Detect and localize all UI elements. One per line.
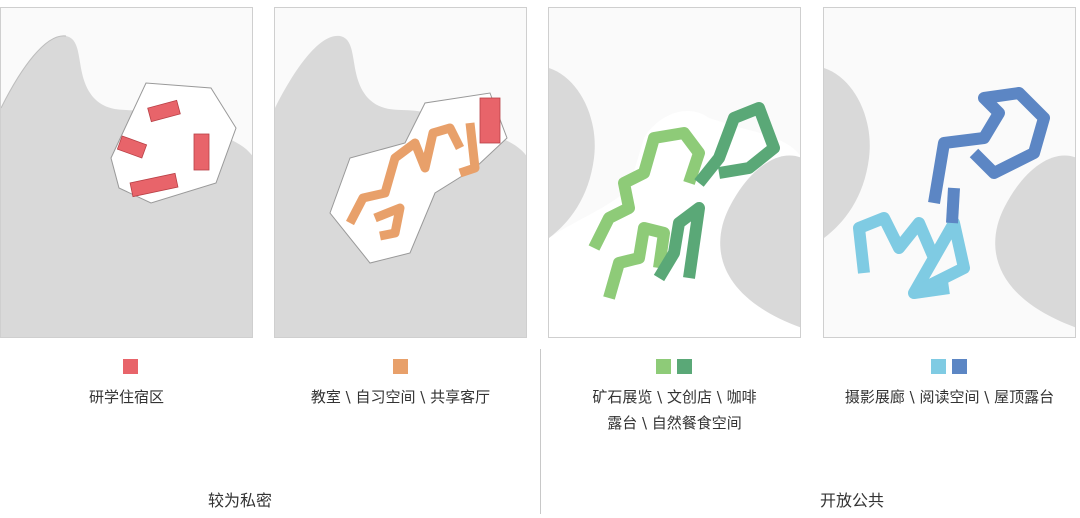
photo-path (853, 212, 950, 299)
photo-path (921, 217, 970, 294)
caption-line: 摄影展廊 \ 阅读空间 \ 屋顶露台 (844, 388, 1055, 406)
caption-dormitory: 研学住宿区 (0, 384, 253, 410)
site-plan-dormitory (1, 35, 252, 337)
legend-classroom (393, 359, 408, 374)
dorm-block (193, 133, 210, 171)
plan-panel-exhibition (548, 7, 801, 338)
plan-panel-classroom (274, 7, 527, 338)
section-divider (540, 349, 541, 514)
site-plan-exhibition (549, 8, 800, 337)
terrain-shape (720, 155, 800, 328)
exhibition-path (603, 222, 670, 300)
terrain-shape (549, 8, 595, 238)
legend-exhibition (656, 359, 692, 374)
dorm-block (147, 99, 181, 123)
dormitory-zones (116, 99, 210, 198)
legend-dormitory (123, 359, 138, 374)
classroom-path (346, 123, 465, 226)
photo-path (928, 87, 1050, 204)
legend-swatch (677, 359, 692, 374)
building-footprint (329, 92, 508, 264)
photo-path (946, 187, 960, 224)
dorm-block (479, 97, 501, 144)
dorm-block (116, 135, 148, 159)
caption-line: 露台 \ 自然餐食空间 (607, 414, 742, 432)
caption-photo: 摄影展廊 \ 阅读空间 \ 屋顶露台 (823, 384, 1076, 410)
plan-panel-dormitory (0, 7, 253, 338)
legend-swatch (931, 359, 946, 374)
caption-line: 研学住宿区 (88, 388, 164, 406)
site-plan-classroom (275, 35, 526, 337)
caption-exhibition: 矿石展览 \ 文创店 \ 咖啡 露台 \ 自然餐食空间 (548, 384, 801, 436)
plan-panel-photo (823, 7, 1076, 338)
caption-line: 教室 \ 自习空间 \ 共享客厅 (310, 388, 491, 406)
legend-swatch (393, 359, 408, 374)
caption-classroom: 教室 \ 自习空间 \ 共享客厅 (274, 384, 527, 410)
label-public: 开放公共 (819, 491, 884, 510)
contour-line (1, 35, 67, 109)
caption-line: 矿石展览 \ 文创店 \ 咖啡 (592, 388, 757, 406)
classroom-path (373, 203, 405, 241)
label-private: 较为私密 (207, 491, 272, 510)
exhibition-path (588, 127, 705, 251)
photo-zones (853, 87, 1050, 299)
building-footprint (110, 82, 237, 204)
legend-swatch (952, 359, 967, 374)
classroom-path (458, 122, 480, 178)
dorm-block (129, 172, 179, 198)
legend-swatch (123, 359, 138, 374)
exhibition-zones (588, 102, 780, 300)
classroom-zones (346, 122, 480, 241)
legend-photo (931, 359, 967, 374)
exhibition-path (694, 102, 780, 187)
terrain-shape (824, 8, 870, 238)
exhibition-path (653, 202, 705, 282)
legend-swatch (656, 359, 671, 374)
terrain-shape (995, 155, 1075, 328)
site-plan-photo (824, 8, 1075, 328)
